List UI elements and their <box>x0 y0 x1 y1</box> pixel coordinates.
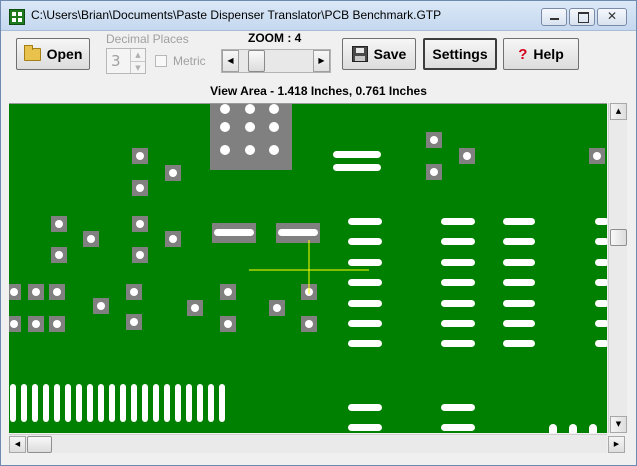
resistor-pads <box>212 223 320 243</box>
title-bar[interactable]: C:\Users\Brian\Documents\Paste Dispenser… <box>1 1 636 31</box>
help-button-label: Help <box>533 46 564 62</box>
scroll-down-arrow-icon[interactable]: ▼ <box>610 416 627 433</box>
help-button[interactable]: ? Help <box>503 38 579 70</box>
save-disk-icon <box>351 46 368 62</box>
pcb-app-icon[interactable] <box>9 9 25 25</box>
save-button[interactable]: Save <box>342 38 416 70</box>
folder-icon <box>23 44 41 61</box>
connector-fingers <box>10 384 225 422</box>
close-button[interactable] <box>597 8 627 26</box>
ic-paste-bars <box>348 218 607 431</box>
decimal-places-spinner[interactable]: 3 ▲ ▼ <box>106 48 146 74</box>
horizontal-scrollbar[interactable]: ◀ ▶ <box>9 434 625 453</box>
horizontal-scroll-thumb[interactable] <box>27 436 52 453</box>
decimal-places-label: Decimal Places <box>106 32 189 46</box>
open-button-label: Open <box>46 46 83 62</box>
zoom-thumb[interactable] <box>248 50 265 72</box>
zoom-left-arrow-icon[interactable]: ◀ <box>222 50 239 72</box>
zoom-scrollbar[interactable]: ◀ ▶ <box>221 49 331 73</box>
spinner-down-icon[interactable]: ▼ <box>130 61 145 73</box>
pcb-board <box>9 104 607 433</box>
vertical-scrollbar[interactable]: ▲ ▼ <box>608 103 627 433</box>
metric-label: Metric <box>173 54 206 68</box>
minimize-button[interactable] <box>541 8 567 26</box>
scroll-right-arrow-icon[interactable]: ▶ <box>608 436 625 453</box>
settings-button[interactable]: Settings <box>423 38 497 70</box>
spinner-up-icon[interactable]: ▲ <box>130 49 145 61</box>
question-mark-icon: ? <box>518 45 528 63</box>
zoom-right-arrow-icon[interactable]: ▶ <box>313 50 330 72</box>
decimal-places-value[interactable]: 3 <box>111 52 121 70</box>
scroll-left-arrow-icon[interactable]: ◀ <box>9 436 26 453</box>
gray-pad-array <box>210 104 292 170</box>
scroll-up-arrow-icon[interactable]: ▲ <box>610 103 627 120</box>
square-pads <box>9 132 605 332</box>
small-paste-bottom-right <box>549 424 597 433</box>
open-button[interactable]: Open <box>16 38 90 70</box>
pcb-canvas[interactable] <box>9 103 607 433</box>
save-button-label: Save <box>373 46 407 62</box>
zoom-label: ZOOM : 4 <box>248 31 302 45</box>
vertical-scroll-thumb[interactable] <box>610 229 627 246</box>
metric-checkbox[interactable] <box>155 55 167 67</box>
paste-dot-array <box>220 104 279 155</box>
paste-bars-top <box>333 151 381 171</box>
settings-button-label: Settings <box>432 46 488 62</box>
crosshair-cursor <box>249 240 369 294</box>
view-area-readout: View Area - 1.418 Inches, 0.761 Inches <box>210 84 427 98</box>
window-title: C:\Users\Brian\Documents\Paste Dispenser… <box>31 8 442 22</box>
maximize-button[interactable] <box>569 8 595 26</box>
